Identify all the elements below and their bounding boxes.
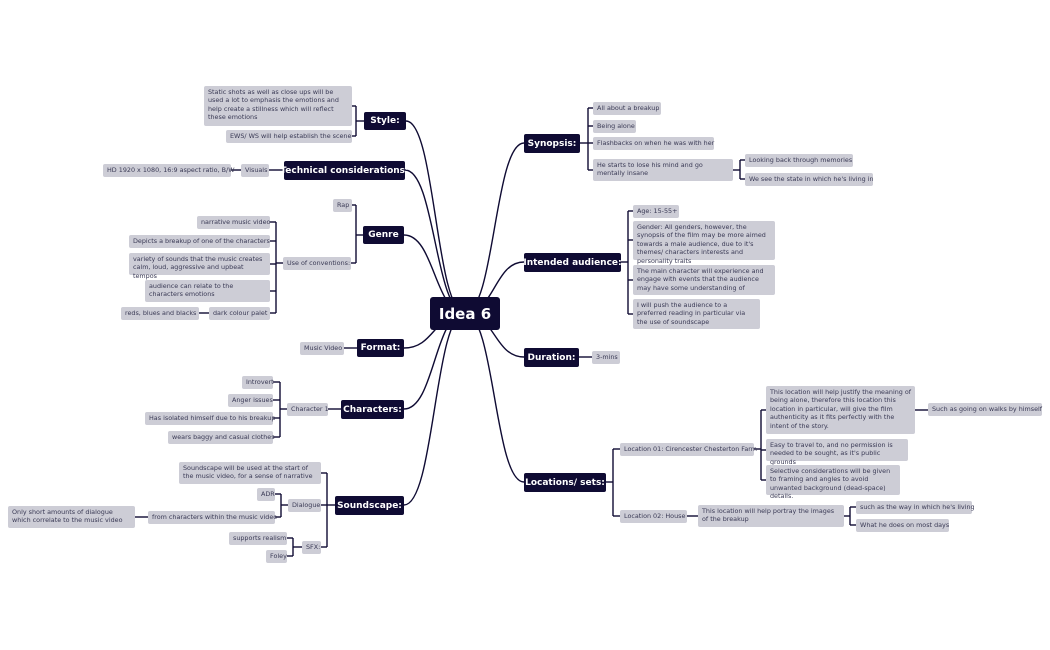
duration-topic[interactable]: Duration: [524,348,579,367]
synopsis-state[interactable]: We see the state in which he's living in [745,173,874,186]
synopsis-breakup[interactable]: All about a breakup [593,102,661,115]
soundscape-intro[interactable]: Soundscape will be used at the start of … [179,462,321,484]
style-topic[interactable]: Style: [364,112,406,130]
audience-preferred[interactable]: I will push the audience to a preferred … [633,299,760,329]
location-1[interactable]: Location 01: Cirencester Chesterton Farm [620,443,757,456]
genre-rap[interactable]: Rap [333,199,352,212]
format-topic[interactable]: Format: [357,339,404,357]
sfx-realism[interactable]: supports realism [229,532,287,545]
duration-value[interactable]: 3-mins [592,351,620,364]
convention-breakup[interactable]: Depicts a breakup of one of the characte… [129,235,270,248]
audience-age[interactable]: Age: 15-55+ [633,205,679,218]
location-2-living[interactable]: such as the way in which he's living [856,501,975,514]
synopsis-topic[interactable]: Synopsis: [524,134,580,153]
convention-narrative[interactable]: narrative music video [197,216,270,229]
audience-gender[interactable]: Gender: All genders, however, the synops… [633,221,775,265]
visuals-label[interactable]: Visuals [241,164,269,177]
style-note-ews[interactable]: EWS/ WS will help establish the scene [226,130,352,143]
dialogue-adr[interactable]: ADR [257,488,275,501]
locations-topic[interactable]: Locations/ sets: [524,473,606,492]
genre-conventions-label[interactable]: Use of conventions: [283,257,351,270]
synopsis-flashbacks[interactable]: Flashbacks on when he was with her [593,137,714,150]
dialogue-label[interactable]: Dialogue [288,499,321,512]
palette-colours[interactable]: reds, blues and blacks [121,307,199,320]
convention-sounds[interactable]: variety of sounds that the music creates… [129,253,270,280]
visuals-value[interactable]: HD 1920 x 1080, 16:9 aspect ratio, B/W [103,164,235,177]
synopsis-insane[interactable]: He starts to lose his mind and go mental… [593,159,733,181]
synopsis-alone[interactable]: Being alone [593,120,636,133]
location-2-days[interactable]: What he does on most days [856,519,949,532]
location-1-walks[interactable]: Such as going on walks by himself [928,403,1042,416]
audience-topic[interactable]: Intended audience: [523,253,622,272]
technical-topic[interactable]: Technical considerations: [280,161,409,180]
characters-topic[interactable]: Characters: [341,400,404,419]
synopsis-memories[interactable]: Looking back through memories [745,154,853,167]
dialogue-from-characters[interactable]: from characters within the music video [148,511,277,524]
style-note-shots[interactable]: Static shots as well as close ups will b… [204,86,352,126]
trait-isolated[interactable]: Has isolated himself due to his breakup [145,412,275,425]
format-music-video[interactable]: Music Video [300,342,344,355]
trait-anger[interactable]: Anger issues [228,394,273,407]
location-2-portray[interactable]: This location will help portray the imag… [698,505,844,527]
location-1-justify[interactable]: This location will help justify the mean… [766,386,915,434]
location-1-framing[interactable]: Selective considerations will be given t… [766,465,900,500]
genre-topic[interactable]: Genre [363,226,404,244]
audience-engage[interactable]: The main character will experience and e… [633,265,775,295]
root-topic[interactable]: Idea 6 [430,297,500,330]
character-1-label[interactable]: Character 1 [287,403,329,416]
convention-relate[interactable]: audience can relate to the characters em… [145,280,270,302]
sfx-foley[interactable]: Foley [266,550,287,563]
trait-clothes[interactable]: wears baggy and casual clothes [168,431,275,444]
sfx-label[interactable]: SFX: [302,541,321,554]
convention-palette[interactable]: dark colour palet [209,307,270,320]
dialogue-short-amounts[interactable]: Only short amounts of dialogue which cor… [8,506,135,528]
trait-introvert[interactable]: Introvert [242,376,274,389]
location-1-travel[interactable]: Easy to travel to, and no permission is … [766,439,908,466]
location-2[interactable]: Location 02: House [620,510,687,523]
soundscape-topic[interactable]: Soundscape: [335,496,404,515]
